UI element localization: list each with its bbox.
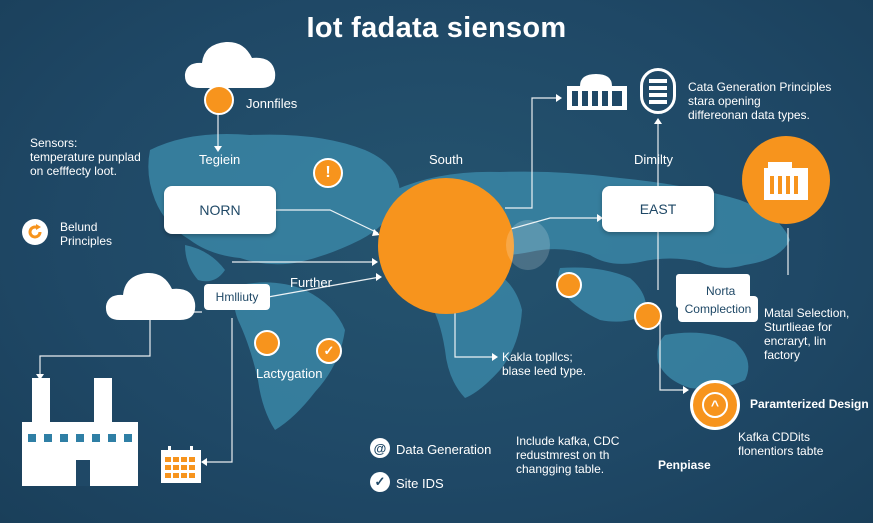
factory-icon [764, 162, 808, 200]
complection-box[interactable]: Complection [678, 296, 758, 322]
node-dot [254, 330, 280, 356]
calendar-icon [161, 446, 201, 483]
alert-icon: ! [313, 158, 343, 188]
tegiein-label: Tegiein [199, 152, 241, 167]
warehouse-icon [567, 74, 627, 110]
refresh-icon [22, 219, 48, 245]
check-node-icon: ✓ [316, 338, 342, 364]
include-kafka-text: Include kafka, CDC redustmrest on th cha… [516, 434, 620, 476]
data-generation-label: Data Generation [396, 442, 492, 457]
at-icon: @ [370, 438, 390, 458]
belund-principles-label: Belund Principles [60, 220, 113, 248]
norn-box[interactable]: NORN [164, 186, 276, 234]
south-label: South [429, 152, 463, 167]
sensors-description: Sensors: temperature punplad on cefffect… [30, 136, 141, 178]
check-circle-icon: ✓ [370, 472, 390, 492]
east-box[interactable]: EAST [602, 186, 714, 232]
penpiase-label: Penpiase [658, 458, 711, 472]
arrowheads [36, 94, 689, 466]
caret-icon: ^ [702, 392, 728, 418]
norta-label: Norta [706, 284, 736, 298]
parameterized-design-label: Paramterized Design [750, 397, 869, 411]
node-dot [204, 85, 234, 115]
halo-circle [506, 220, 550, 270]
further-label: Further [290, 275, 332, 290]
central-hub-circle [378, 178, 514, 314]
factory-icon-large [22, 378, 138, 486]
kafka-topics-text: Kakla topllcs; blase leed type. [502, 350, 587, 378]
data-generation-principles-text: Cata Generation Principles stara opening… [688, 80, 832, 122]
kafka-cddits-text: Kafka CDDits flonentiors tabte [738, 430, 824, 458]
dimilty-label: Dimilty [634, 152, 673, 167]
lactygation-label: Lactygation [256, 366, 323, 381]
jonnfiles-label: Jonnfiles [246, 96, 298, 111]
factory-node [742, 136, 830, 224]
humility-box[interactable]: Hmlliuty [204, 284, 270, 310]
cloud-icon-left [105, 272, 196, 320]
server-icon [640, 68, 676, 114]
cloud-icon [184, 41, 276, 88]
page-title: Iot fadata siensom [306, 12, 567, 44]
node-dot [634, 302, 662, 330]
matal-selection-text: Matal Selection, Sturtlieae for encraryt… [764, 306, 850, 362]
node-dot [556, 272, 582, 298]
parameterized-node: ^ [690, 380, 740, 430]
site-ids-label: Site IDS [396, 476, 444, 491]
